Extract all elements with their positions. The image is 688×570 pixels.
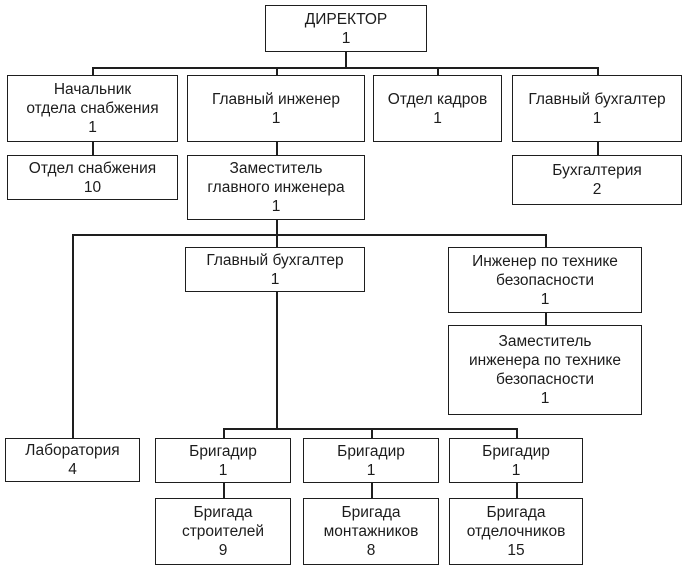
node-count: 1 <box>511 461 521 479</box>
connector-line <box>92 67 598 69</box>
node-foreman-1: Бригадир 1 <box>155 438 291 483</box>
node-count: 1 <box>271 198 281 215</box>
node-foreman-2: Бригадир 1 <box>303 438 439 483</box>
node-label: Заместитель инженера по технике безопасн… <box>468 333 621 388</box>
connector-line <box>545 313 547 325</box>
connector-line <box>516 483 518 498</box>
connector-line <box>72 234 546 236</box>
node-label: Отдел снабжения <box>28 159 157 177</box>
node-count: 1 <box>271 109 281 127</box>
connector-line <box>92 67 94 75</box>
node-count: 9 <box>218 542 228 559</box>
node-label: Бригада отделочников <box>466 504 566 540</box>
connector-line <box>276 234 278 247</box>
node-count: 4 <box>68 461 77 478</box>
node-deputy-chief-engineer: Заместитель главного инженера 1 <box>187 155 365 220</box>
node-count: 15 <box>507 542 525 559</box>
connector-line <box>72 234 74 438</box>
node-label: Главный бухгалтер <box>528 90 666 108</box>
node-count: 2 <box>592 181 602 198</box>
connector-line <box>597 142 599 155</box>
node-label: Бригада строителей <box>181 504 265 540</box>
node-laboratory: Лаборатория 4 <box>5 438 140 482</box>
node-supply-head: Начальник отдела снабжения 1 <box>7 75 178 142</box>
connector-line <box>276 67 278 75</box>
node-hr-dept: Отдел кадров 1 <box>373 75 502 142</box>
node-label: Начальник отдела снабжения <box>26 81 159 117</box>
node-count: 1 <box>366 461 376 479</box>
connector-line <box>223 428 225 438</box>
node-foreman-3: Бригадир 1 <box>449 438 583 483</box>
node-count: 1 <box>433 109 442 127</box>
node-count: 1 <box>270 270 280 288</box>
node-accounting: Бухгалтерия 2 <box>512 155 682 205</box>
node-label: Бригадир <box>189 442 257 460</box>
node-brigade-installers: Бригада монтажников 8 <box>303 498 439 565</box>
node-label: Бухгалтерия <box>552 162 642 179</box>
node-label: Главный инженер <box>211 90 341 108</box>
node-supply-dept: Отдел снабжения 10 <box>7 155 178 200</box>
connector-line <box>345 52 347 67</box>
node-label: Лаборатория <box>25 442 120 459</box>
connector-line <box>92 142 94 155</box>
node-count: 1 <box>592 109 602 127</box>
node-count: 1 <box>540 390 550 407</box>
node-brigade-finishers: Бригада отделочников 15 <box>449 498 583 565</box>
connector-line <box>516 428 518 438</box>
node-chief-accountant: Главный бухгалтер 1 <box>512 75 682 142</box>
node-count: 1 <box>540 290 550 308</box>
connector-line <box>545 234 547 247</box>
node-count: 8 <box>366 542 376 559</box>
connector-line <box>597 67 599 75</box>
node-mid-chief-accountant: Главный бухгалтер 1 <box>185 247 365 292</box>
node-chief-engineer: Главный инженер 1 <box>187 75 365 142</box>
node-label: Отдел кадров <box>387 90 488 108</box>
node-count: 1 <box>341 29 351 47</box>
node-count: 1 <box>218 461 228 479</box>
connector-line <box>223 428 517 430</box>
node-label: ДИРЕКТОР <box>304 10 388 28</box>
connector-line <box>371 483 373 498</box>
node-safety-engineer: Инженер по технике безопасности 1 <box>448 247 642 313</box>
connector-line <box>276 220 278 234</box>
node-brigade-builders: Бригада строителей 9 <box>155 498 291 565</box>
node-deputy-safety-engineer: Заместитель инженера по технике безопасн… <box>448 325 642 415</box>
node-label: Бригада монтажников <box>323 504 419 540</box>
connector-line <box>276 292 278 428</box>
node-label: Бригадир <box>337 442 405 460</box>
node-label: Инженер по технике безопасности <box>472 252 618 289</box>
node-label: Бригадир <box>482 442 550 460</box>
connector-line <box>371 428 373 438</box>
connector-line <box>223 483 225 498</box>
node-count: 10 <box>83 178 102 196</box>
node-director: ДИРЕКТОР 1 <box>265 5 427 52</box>
node-count: 1 <box>88 119 97 136</box>
node-label: Главный бухгалтер <box>206 251 344 269</box>
connector-line <box>437 67 439 75</box>
connector-line <box>276 142 278 155</box>
node-label: Заместитель главного инженера <box>207 160 345 196</box>
